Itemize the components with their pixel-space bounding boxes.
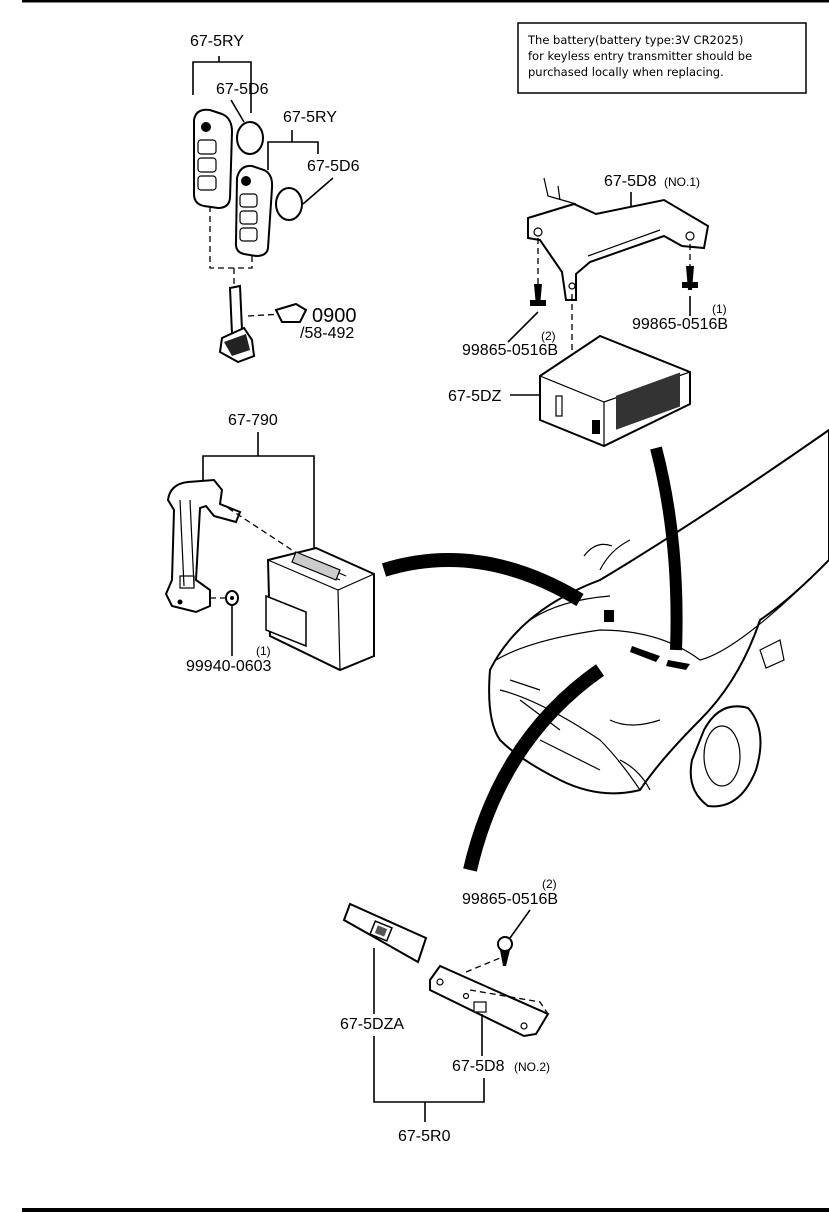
battery-note: The battery(battery type:3V CR2025) for … <box>517 22 807 94</box>
label-bracket-no1: 67-5D8 <box>604 173 657 190</box>
label-control-unit: 67-5DZ <box>448 388 502 405</box>
note-line-1: The battery(battery type:3V CR2025) <box>527 33 743 47</box>
note-line-2: for keyless entry transmitter should be <box>528 49 752 63</box>
label-key-code-sub: /58-492 <box>300 325 354 342</box>
screw-right <box>682 266 698 290</box>
label-antenna: 67-5DZA <box>340 1016 404 1033</box>
label-key-code: 0900 <box>312 305 357 327</box>
module-group: 67-790 (1) 99940-0603 <box>164 412 375 675</box>
electronic-module <box>265 546 375 672</box>
label-screw-bottom-qty: (2) <box>542 877 557 891</box>
bracket-no2 <box>429 964 550 1038</box>
transmitter-group: 67-5RY 67-5D6 67-5RY 67-5D6 <box>190 33 360 364</box>
nut <box>225 590 239 606</box>
screw-left <box>530 284 546 306</box>
bracket-no1 <box>527 177 710 301</box>
label-screw-left: 99865-0516B <box>462 342 558 359</box>
key-fob-2 <box>234 164 274 258</box>
label-screw-left-qty: (2) <box>541 329 556 343</box>
label-transmitter-set-2: 67-5RY <box>283 109 337 126</box>
keyless-control-unit <box>539 334 691 448</box>
label-antenna-set: 67-5R0 <box>398 1128 451 1145</box>
label-screw-right: 99865-0516B <box>632 316 728 333</box>
mechanical-key <box>218 284 256 364</box>
pointer-arrow-control-unit <box>650 446 683 651</box>
pointer-arrow-module <box>381 553 584 607</box>
label-nut-qty: (1) <box>256 644 271 658</box>
label-bracket-no2-suffix: (NO.2) <box>514 1060 550 1074</box>
antenna-unit <box>342 902 428 964</box>
vehicle-illustration <box>488 428 829 808</box>
label-battery-1: 67-5D6 <box>216 81 269 98</box>
label-screw-right-qty: (1) <box>712 302 727 316</box>
module-bracket <box>164 478 242 614</box>
label-screw-bottom: 99865-0516B <box>462 891 558 908</box>
key-fob-1 <box>193 108 234 210</box>
coin-battery-2 <box>275 187 303 221</box>
antenna-group: (2) 99865-0516B 67-5DZA 67-5D8 (NO.2) <box>340 877 558 1145</box>
label-nut: 99940-0603 <box>186 658 272 675</box>
pointer-arrow-antenna <box>463 664 605 872</box>
label-bracket-no2: 67-5D8 <box>452 1058 505 1075</box>
control-unit-group: 67-5D8 (NO.1) (1) 99865-0516B (2) <box>448 173 728 448</box>
label-transmitter-set: 67-5RY <box>190 33 244 50</box>
screw-bottom <box>497 936 513 966</box>
label-battery-2: 67-5D6 <box>307 158 360 175</box>
coin-battery-1 <box>236 121 264 155</box>
label-module: 67-790 <box>228 412 278 429</box>
note-line-3: purchased locally when replacing. <box>528 65 724 79</box>
label-bracket-no1-suffix: (NO.1) <box>664 175 700 189</box>
